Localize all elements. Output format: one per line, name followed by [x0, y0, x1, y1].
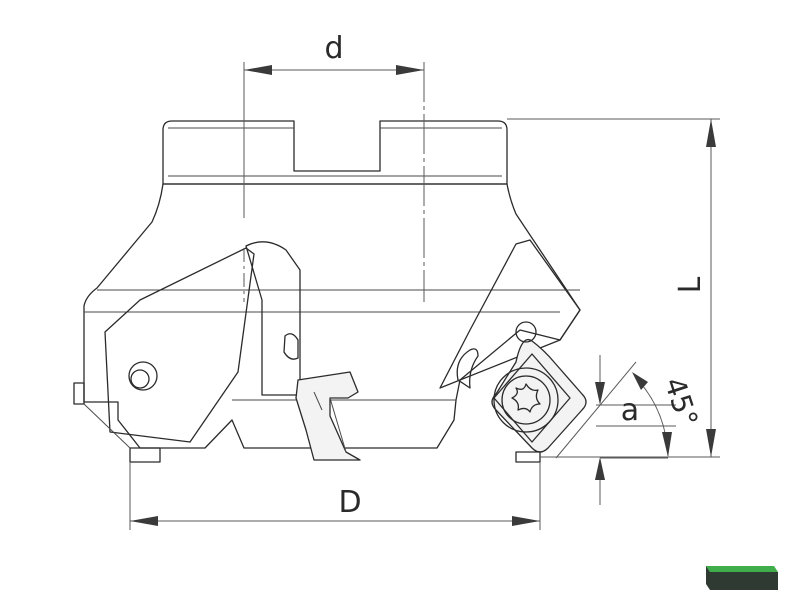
left-screw-inner — [130, 369, 150, 389]
angle-leg — [555, 361, 637, 459]
badge-top-face — [706, 566, 778, 572]
right-insert-bottom — [515, 451, 541, 463]
D-arrow-left — [130, 516, 158, 526]
square-insert — [491, 339, 587, 453]
angle-arrow-top — [632, 372, 648, 390]
badge-side-face — [706, 566, 710, 590]
square-insert-inner — [493, 353, 571, 443]
shoulder-outline — [83, 183, 581, 449]
dimension-L: L — [507, 118, 720, 458]
center-insert-ridge — [313, 391, 323, 411]
left-screw-head — [128, 361, 158, 391]
left-pocket-face — [104, 247, 255, 443]
left-insert-tip — [73, 382, 85, 405]
center-insert — [245, 241, 361, 461]
D-arrow-right — [512, 516, 540, 526]
d-arrow-right — [396, 65, 424, 75]
left-insert-edge — [83, 403, 131, 449]
right-pocket-face — [439, 239, 581, 389]
L-arrow-top — [706, 119, 716, 147]
torx-icon — [511, 383, 541, 413]
dimension-d: d — [243, 31, 425, 302]
right-insert — [439, 239, 587, 463]
right-pocket-cutout — [456, 348, 479, 389]
wedge-face — [245, 241, 301, 396]
hub-outline — [162, 120, 508, 185]
insert-screw-ring — [501, 375, 551, 425]
angle-label: 45° — [658, 373, 705, 430]
wedge-slot — [283, 333, 299, 360]
center-insert-ridge2 — [329, 397, 347, 453]
cutter-body — [83, 120, 581, 449]
L-label: L — [673, 276, 708, 293]
angle-arrow-bottom — [662, 432, 672, 457]
dimension-a: a — [554, 355, 676, 505]
L-arrow-bottom — [706, 429, 716, 457]
dimension-D: D — [129, 462, 541, 530]
left-insert-pocket — [73, 247, 255, 463]
d-label: d — [324, 31, 343, 66]
d-arrow-left — [244, 65, 272, 75]
a-arrow-top — [595, 382, 605, 405]
center-insert-body — [295, 371, 361, 461]
badge-front-face — [710, 572, 778, 590]
a-arrow-bottom — [595, 457, 605, 480]
material-badge-icon — [706, 566, 778, 590]
D-label: D — [338, 485, 361, 520]
right-top-screw — [515, 321, 537, 343]
insert-screw-outer — [493, 367, 559, 433]
left-insert-bottom — [129, 447, 161, 463]
a-label: a — [621, 393, 639, 428]
